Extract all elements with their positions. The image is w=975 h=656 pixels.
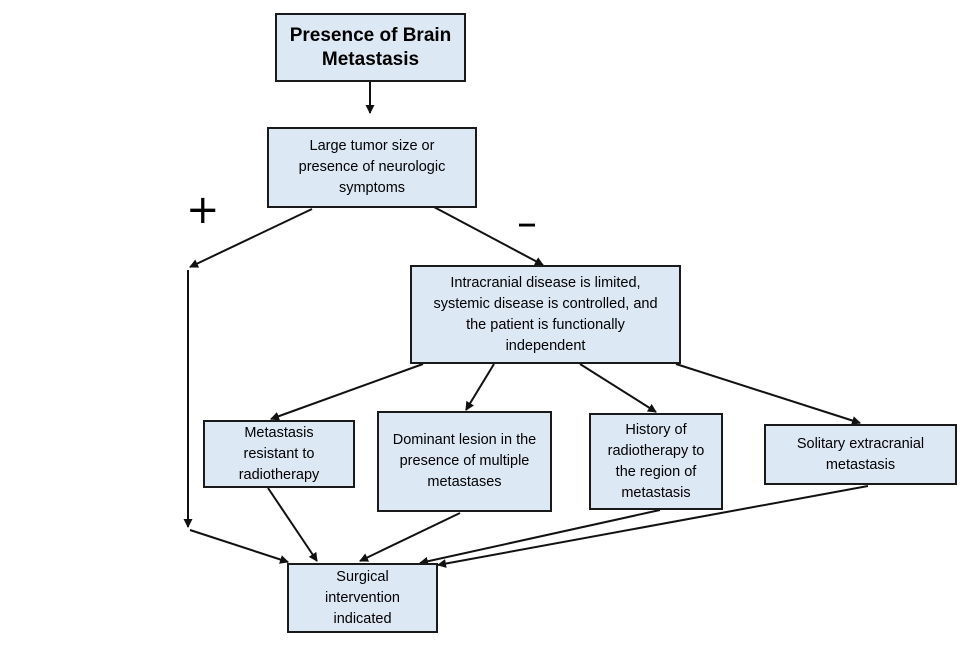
positive-branch-label: + (186, 187, 220, 233)
arrow-positive-to-surgical (189, 529, 289, 564)
arrow-tumor-positive (189, 208, 313, 268)
arrow-intracranial-to-solitary (675, 363, 861, 425)
arrow-solitary-to-surgical (437, 485, 869, 568)
arrow-intracranial-to-history (579, 363, 657, 413)
node-intracranial: Intracranial disease is limited,systemic… (410, 265, 681, 364)
arrow-resistant-to-surgical (267, 487, 318, 562)
node-intracranial-text: Intracranial disease is limited,systemic… (433, 274, 658, 354)
arrow-history-to-surgical (419, 509, 661, 566)
arrow-intracranial-to-resistant (270, 363, 424, 421)
negative-branch-label: – (517, 200, 537, 246)
arrow-dominant-to-surgical (359, 512, 461, 562)
arrow-intracranial-to-dominant (465, 363, 495, 411)
arrow-tumor-negative (433, 206, 544, 266)
